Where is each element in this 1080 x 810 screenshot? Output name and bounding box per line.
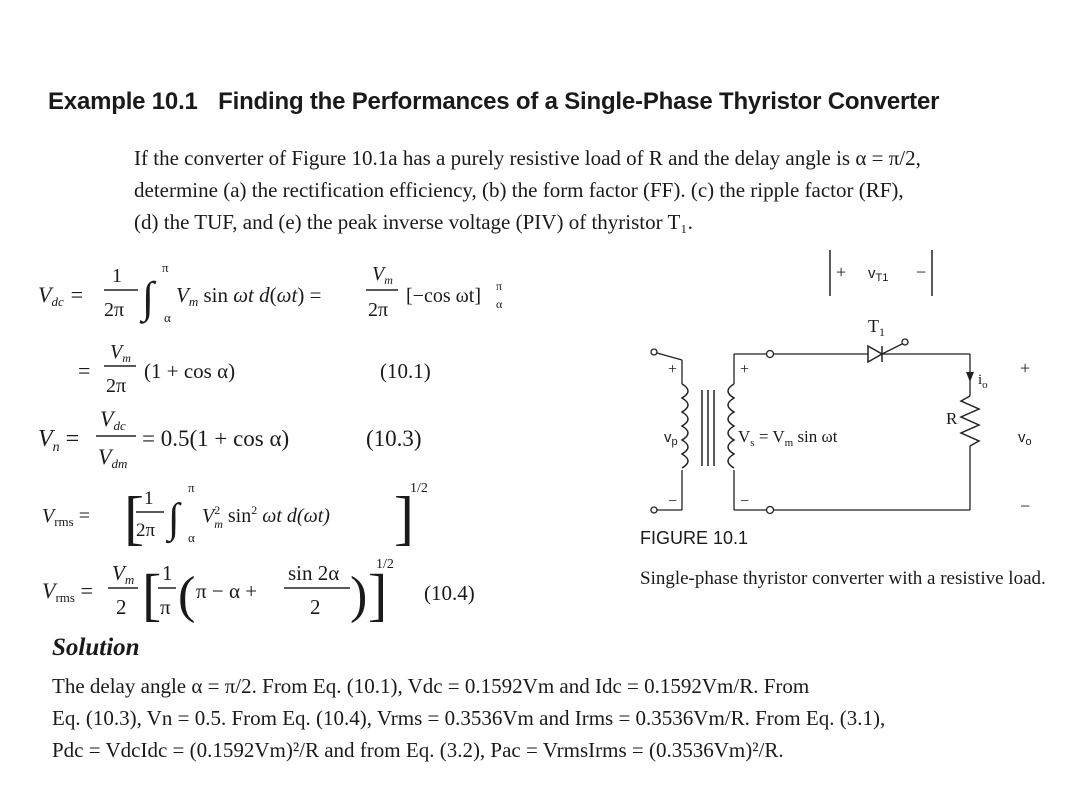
svg-text:∫: ∫: [165, 496, 182, 544]
problem-line-2: determine (a) the rectification efficien…: [134, 178, 904, 202]
svg-text:= 0.5(1 + cos α): = 0.5(1 + cos α): [142, 426, 289, 451]
solution-line-1: The delay angle α = π/2. From Eq. (10.1)…: [52, 674, 810, 698]
svg-text:(10.4): (10.4): [424, 581, 475, 605]
svg-text:vp: vp: [664, 429, 678, 448]
svg-text:+: +: [836, 262, 846, 282]
problem-line-1: If the converter of Figure 10.1a has a p…: [134, 146, 921, 170]
figure-caption: Single-phase thyristor converter with a …: [640, 568, 1046, 589]
svg-text:π: π: [496, 279, 502, 293]
svg-text:]: ]: [394, 485, 414, 551]
svg-text:1/2: 1/2: [376, 557, 394, 572]
svg-text:vo: vo: [1018, 429, 1032, 448]
equation-vdc: Vdc = 1 2π ∫ π α Vm sin ωt d(ωt) = Vm 2π…: [38, 260, 503, 325]
svg-text:2π: 2π: [368, 299, 388, 321]
equation-10-3: Vn = Vdc Vdm = 0.5(1 + cos α) (10.3): [38, 406, 422, 471]
svg-text:−: −: [1020, 496, 1030, 516]
thyristor-label: T1: [868, 316, 885, 339]
svg-text:α: α: [496, 297, 503, 311]
solution-line-3: Pdc = VdcIdc = (0.1592Vm)²/R and from Eq…: [52, 738, 784, 762]
svg-text:Vm sin ωt d(ωt) =: Vm sin ωt d(ωt) =: [176, 283, 321, 309]
svg-text:−: −: [740, 493, 749, 510]
example-heading: Finding the Performances of a Single-Pha…: [218, 88, 940, 115]
svg-text:[−cos ωt]: [−cos ωt]: [406, 285, 481, 307]
svg-text:vT1: vT1: [868, 265, 888, 284]
svg-text:[: [: [142, 562, 161, 627]
resistor-symbol: [959, 395, 981, 447]
thyristor-symbol: [867, 338, 909, 364]
thyristor-voltage-marker: + vT1 −: [829, 250, 933, 296]
problem-line-3: (d) the TUF, and (e) the peak inverse vo…: [134, 210, 693, 234]
svg-text:(1 + cos α): (1 + cos α): [144, 359, 235, 383]
svg-text:Vdc: Vdc: [100, 406, 126, 433]
svg-text:Vrms =: Vrms =: [42, 578, 93, 605]
svg-text:=: =: [78, 358, 90, 383]
svg-text:Vm: Vm: [372, 263, 393, 287]
svg-text:2π: 2π: [106, 375, 126, 397]
svg-text:2π: 2π: [136, 520, 156, 541]
svg-text:(10.3): (10.3): [366, 426, 422, 451]
svg-text:π: π: [188, 480, 195, 495]
equation-10-1: = Vm 2π (1 + cos α) (10.1): [78, 341, 431, 397]
svg-text:(10.1): (10.1): [380, 359, 431, 383]
problem-statement: If the converter of Figure 10.1a has a p…: [134, 142, 921, 238]
svg-text:(: (: [178, 567, 195, 624]
svg-text:Vm: Vm: [112, 561, 134, 587]
svg-text:2π: 2π: [104, 299, 124, 321]
svg-text:−: −: [668, 493, 677, 510]
svg-text:∫: ∫: [139, 273, 157, 324]
svg-text:Vdc =: Vdc =: [38, 282, 84, 309]
svg-text:Vs = Vm sin ωt: Vs = Vm sin ωt: [738, 427, 838, 449]
svg-text:α: α: [188, 530, 195, 545]
svg-text:io: io: [978, 372, 988, 391]
svg-text:π: π: [162, 260, 169, 275]
solution-heading: Solution: [52, 634, 140, 661]
svg-text:1: 1: [162, 561, 173, 585]
svg-text:α: α: [164, 310, 171, 325]
svg-text:R: R: [946, 409, 958, 428]
svg-text:Vm: Vm: [110, 341, 131, 365]
solution-text: The delay angle α = π/2. From Eq. (10.1)…: [52, 670, 885, 766]
svg-text:π − α +: π − α +: [196, 579, 257, 603]
equations-block: Vdc = 1 2π ∫ π α Vm sin ωt d(ωt) = Vm 2π…: [38, 260, 503, 627]
figure-label: FIGURE 10.1: [640, 528, 749, 548]
svg-text:Vdm: Vdm: [98, 444, 127, 471]
circuit-diagram: + vT1 − T1 + − + − vp Vs = Vm sin ωt R i…: [650, 250, 1032, 516]
svg-text:2: 2: [310, 595, 321, 619]
svg-text:π: π: [160, 595, 171, 619]
equation-10-4: Vrms = Vm 2 [ 1 π ( π − α + sin 2α 2 ) ]…: [42, 557, 475, 627]
svg-text:): ): [350, 567, 367, 624]
svg-text:Vn =: Vn =: [38, 426, 79, 455]
svg-text:2: 2: [116, 595, 127, 619]
svg-text:[: [: [124, 485, 144, 551]
solution-line-2: Eq. (10.3), Vn = 0.5. From Eq. (10.4), V…: [52, 706, 886, 730]
svg-text:sin 2α: sin 2α: [288, 561, 339, 585]
svg-text:V2m sin2 ωt d(ωt): V2m sin2 ωt d(ωt): [202, 503, 330, 531]
svg-text:+: +: [740, 361, 749, 378]
svg-text:1: 1: [144, 488, 154, 509]
svg-text:+: +: [668, 361, 677, 378]
svg-text:Vrms =: Vrms =: [42, 505, 90, 529]
svg-text:]: ]: [368, 562, 387, 627]
example-number: Example 10.1: [48, 88, 198, 115]
svg-text:−: −: [916, 262, 926, 282]
svg-text:+: +: [1020, 358, 1030, 378]
svg-text:1/2: 1/2: [410, 481, 428, 496]
svg-text:1: 1: [112, 265, 122, 287]
example-title: Example 10.1 Finding the Performances of…: [48, 88, 939, 116]
